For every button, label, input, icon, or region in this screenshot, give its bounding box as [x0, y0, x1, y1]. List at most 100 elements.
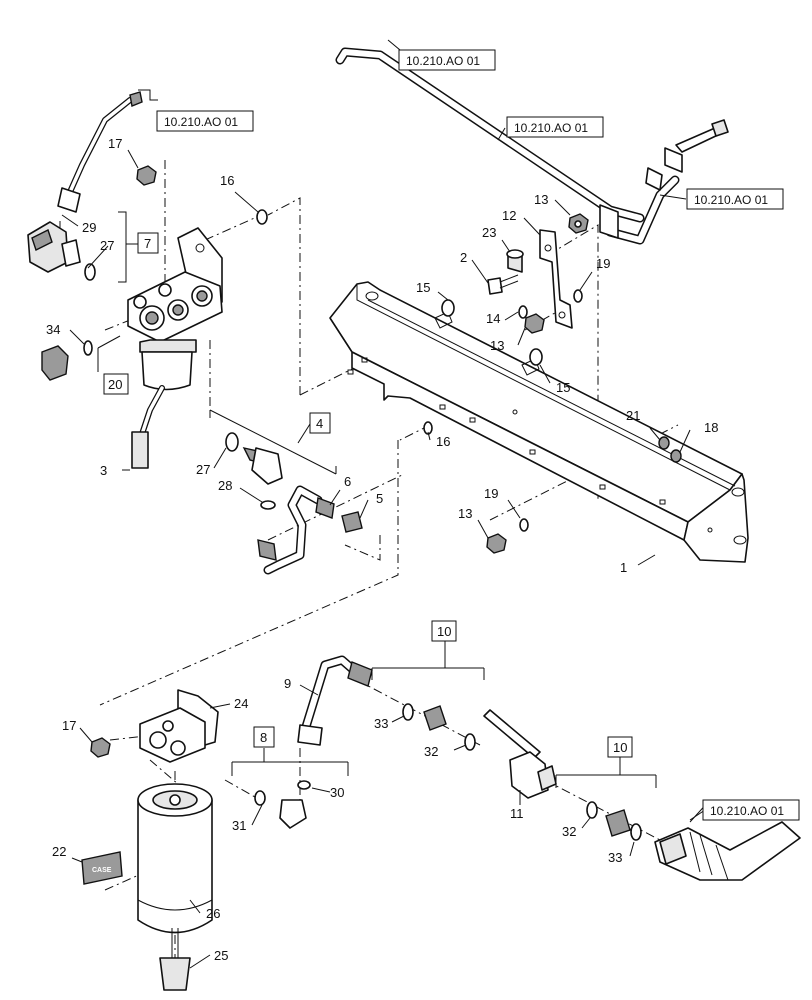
- nut-17-top: [136, 165, 157, 186]
- fuel-hose: [654, 799, 801, 881]
- group-label: 20: [108, 377, 122, 392]
- group-box-7: 7: [137, 232, 159, 254]
- callout-3: 3: [100, 463, 107, 478]
- callout-32-right: 32: [562, 824, 576, 839]
- ref-label: 10.210.AO 01: [514, 121, 588, 135]
- callout-27-top: 27: [100, 238, 114, 253]
- drain-25: [159, 928, 191, 991]
- group-label: 7: [144, 236, 151, 251]
- nut-17-bottom: [90, 737, 111, 758]
- callout-29: 29: [82, 220, 96, 235]
- callout-19-bottom: 19: [484, 486, 498, 501]
- ref-box-hose: 10.210.AO 01: [702, 799, 800, 821]
- decal-22: CASE: [81, 851, 123, 885]
- bolt-21: [658, 436, 670, 450]
- group-label: 4: [316, 416, 323, 431]
- callout-15-bottom: 15: [556, 380, 570, 395]
- decal-text: CASE: [92, 867, 112, 874]
- oring-33-left: [402, 703, 414, 721]
- washer-19-top: [573, 289, 583, 303]
- group-box-4: 4: [309, 412, 331, 434]
- callout-33-left: 33: [374, 716, 388, 731]
- callout-22: 22: [52, 844, 66, 859]
- callout-23: 23: [482, 225, 496, 240]
- callout-19-top: 19: [596, 256, 610, 271]
- oring-31: [254, 790, 266, 806]
- tube-6: [257, 485, 335, 575]
- bolt-2: [487, 274, 519, 295]
- ref-label: 10.210.AO 01: [710, 804, 784, 818]
- oring-32-right: [586, 801, 598, 819]
- bolt-18: [670, 449, 682, 463]
- callout-18: 18: [704, 420, 718, 435]
- callout-14: 14: [486, 311, 500, 326]
- mounting-plate: [539, 229, 573, 329]
- ref-box-top-bar: 10.210.AO 01: [398, 49, 496, 71]
- oring-33-right: [630, 823, 642, 841]
- callout-6: 6: [344, 474, 351, 489]
- callout-24: 24: [234, 696, 248, 711]
- callout-12: 12: [502, 208, 516, 223]
- callout-11: 11: [510, 806, 524, 821]
- adapter-10-right: [605, 809, 631, 837]
- ball-valve-11: [483, 709, 557, 799]
- callout-17-bottom: 17: [62, 718, 76, 733]
- callout-32-left: 32: [424, 744, 438, 759]
- ref-box-left-wire: 10.210.AO 01: [156, 110, 254, 132]
- oring-28: [260, 500, 276, 510]
- washer-16-top: [256, 209, 268, 225]
- group-box-10-left: 10: [431, 620, 457, 642]
- leader-lines: [61, 39, 706, 969]
- callout-25: 25: [214, 948, 228, 963]
- callout-33-right: 33: [608, 850, 622, 865]
- group-label: 10: [613, 740, 627, 755]
- callout-26: 26: [206, 906, 220, 921]
- ref-label: 10.210.AO 01: [694, 193, 768, 207]
- elbow-fitting: [242, 446, 283, 485]
- sensor-29: [27, 221, 81, 273]
- group-box-8: 8: [253, 726, 275, 748]
- callout-17-top: 17: [108, 136, 122, 151]
- nut-13-top: [568, 213, 589, 234]
- plug-20: [41, 340, 93, 381]
- callouts: 1 2 3 5 6 9 11 12 13 13 13 14 15 15 16 1…: [46, 136, 718, 963]
- oring-30: [297, 780, 311, 790]
- elbow-31: [279, 799, 307, 829]
- bolt-15-bottom: [521, 348, 543, 376]
- callout-30: 30: [330, 785, 344, 800]
- ref-box-right-bracket: 10.210.AO 01: [686, 188, 784, 210]
- adapter-10-left: [423, 705, 447, 731]
- callout-13-bottom: 13: [458, 506, 472, 521]
- tube-9: [297, 655, 373, 746]
- washer-19-bottom: [519, 518, 529, 532]
- filter-head-24: [139, 689, 219, 763]
- callout-13-top: 13: [534, 192, 548, 207]
- callout-1: 1: [620, 560, 627, 575]
- group-label: 8: [260, 730, 267, 745]
- callout-5: 5: [376, 491, 383, 506]
- spacer-23: [506, 249, 524, 273]
- callout-34: 34: [46, 322, 60, 337]
- oring-27-mid: [225, 432, 239, 452]
- callout-16-top: 16: [220, 173, 234, 188]
- washer-14: [518, 305, 528, 319]
- ref-label: 10.210.AO 01: [406, 54, 480, 68]
- callout-28: 28: [218, 478, 232, 493]
- callout-9: 9: [284, 676, 291, 691]
- nut-13-mid: [524, 313, 545, 334]
- callout-27-mid: 27: [196, 462, 210, 477]
- group-box-20: 20: [103, 373, 129, 395]
- top-tube: [335, 47, 729, 245]
- callout-13-mid: 13: [490, 338, 504, 353]
- callout-15-top: 15: [416, 280, 430, 295]
- ref-label: 10.210.AO 01: [164, 115, 238, 129]
- oring-32-left: [464, 733, 476, 751]
- oring-27-top: [84, 263, 96, 281]
- callout-21: 21: [626, 408, 640, 423]
- nut-13-bottom: [486, 533, 507, 554]
- left-wire: [57, 91, 143, 213]
- adapter-5: [341, 511, 363, 533]
- group-label: 10: [437, 624, 451, 639]
